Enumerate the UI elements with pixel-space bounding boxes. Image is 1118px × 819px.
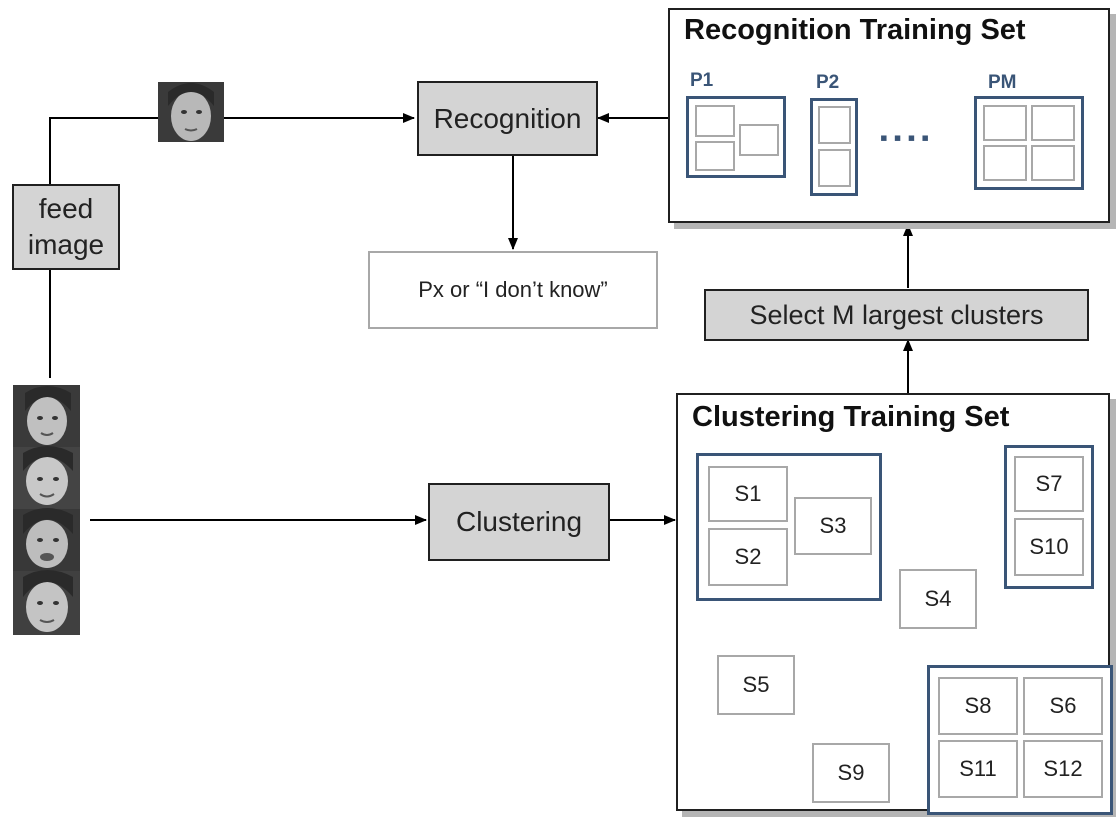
pm-slot xyxy=(983,145,1027,181)
segment-s5: S5 xyxy=(717,655,795,715)
group-label-pm: PM xyxy=(988,72,1017,93)
p2-slot xyxy=(818,106,851,144)
segment-s1: S1 xyxy=(708,466,788,522)
p1-slot xyxy=(739,124,779,156)
result-output-box: Px or “I don’t know” xyxy=(368,251,658,329)
group-p1 xyxy=(686,96,786,178)
segment-s6: S6 xyxy=(1023,677,1103,735)
recognition-node: Recognition xyxy=(417,81,598,156)
p2-slot xyxy=(818,149,851,187)
face-image xyxy=(158,82,224,142)
group-pm xyxy=(974,96,1084,190)
clustering-training-set-title: Clustering Training Set xyxy=(692,401,1010,433)
cluster-s8-s6-s11-s12: S8 S6 S11 S12 xyxy=(927,665,1113,815)
clustering-node: Clustering xyxy=(428,483,610,561)
face-thumbnail xyxy=(158,82,224,142)
group-ellipsis: ▪▪▪▪ xyxy=(880,125,936,150)
feed-line xyxy=(49,117,158,378)
segment-s3: S3 xyxy=(794,497,872,555)
segment-s11: S11 xyxy=(938,740,1018,798)
face-sequence-image xyxy=(13,385,80,635)
p1-slot xyxy=(695,141,735,171)
face-sequence xyxy=(13,385,80,635)
group-p2 xyxy=(810,98,858,196)
select-clusters-node: Select M largest clusters xyxy=(704,289,1089,341)
pm-slot xyxy=(1031,145,1075,181)
group-label-p1: P1 xyxy=(690,70,714,91)
recognition-training-set-panel: Recognition Training Set P1 P2 ▪▪▪▪ PM xyxy=(668,8,1110,223)
group-label-p2: P2 xyxy=(816,72,840,93)
segment-s8: S8 xyxy=(938,677,1018,735)
recognition-training-set-title: Recognition Training Set xyxy=(684,14,1026,46)
segment-s10: S10 xyxy=(1014,518,1084,576)
p1-slot xyxy=(695,105,735,137)
segment-s9: S9 xyxy=(812,743,890,803)
segment-s4: S4 xyxy=(899,569,977,629)
clustering-training-set-panel: Clustering Training Set S1 S2 S3 S7 S10 … xyxy=(676,393,1113,815)
pm-slot xyxy=(1031,105,1075,141)
feed-image-node: feed image xyxy=(12,184,120,270)
segment-s12: S12 xyxy=(1023,740,1103,798)
pm-slot xyxy=(983,105,1027,141)
cluster-s1-s2-s3: S1 S2 S3 xyxy=(696,453,882,601)
cluster-s7-s10: S7 S10 xyxy=(1004,445,1094,589)
segment-s2: S2 xyxy=(708,528,788,586)
segment-s7: S7 xyxy=(1014,456,1084,512)
